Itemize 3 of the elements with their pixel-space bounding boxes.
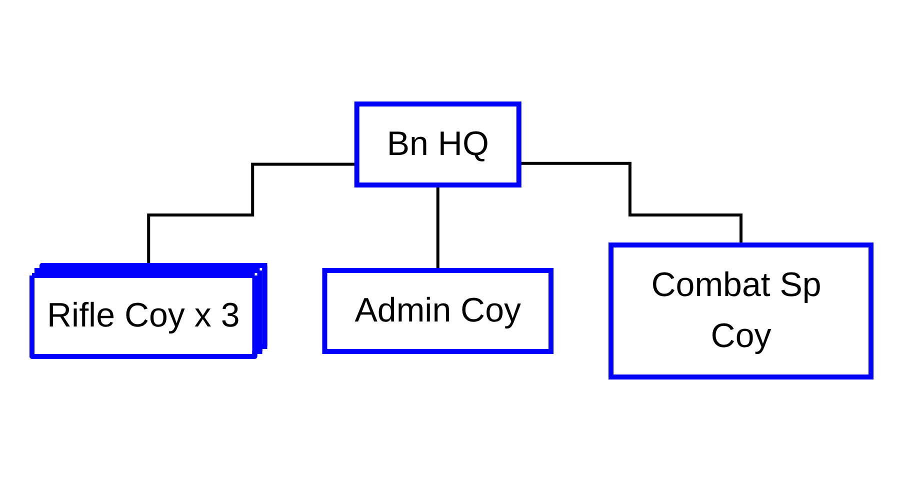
node-box: Combat Sp Coy	[609, 242, 874, 379]
node-box: Admin Coy	[322, 268, 554, 354]
node-box: Bn HQ	[354, 101, 522, 187]
